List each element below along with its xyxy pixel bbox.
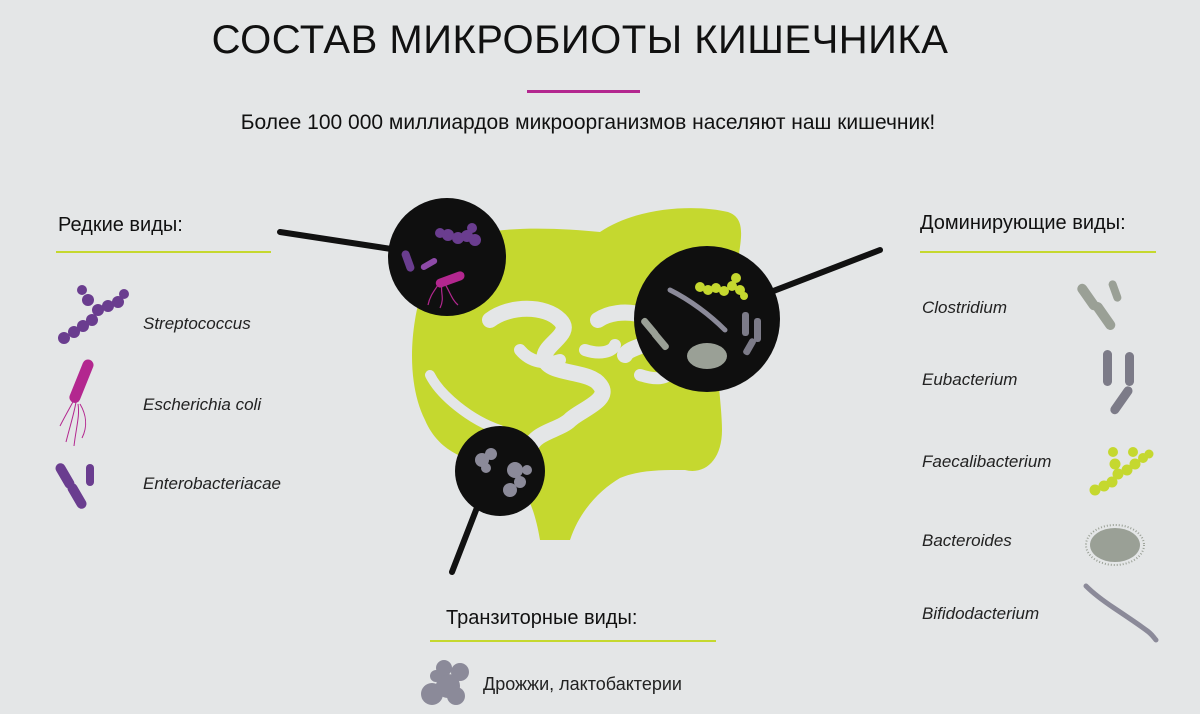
species-eubacterium: Eubacterium	[922, 370, 1018, 389]
species-bacteroides: Bacteroides	[922, 531, 1012, 550]
transit-species-label: Дрожжи, лактобактерии	[483, 674, 682, 694]
pointer-line-rare	[277, 229, 401, 253]
species-streptococcus: Streptococcus	[143, 314, 251, 333]
bacteroides-icon	[1085, 524, 1145, 566]
bifidobacterium-icon	[1083, 583, 1159, 643]
escherichia-coli-icon	[59, 359, 94, 447]
species-clostridium: Clostridium	[922, 298, 1008, 317]
magnifier-rare	[388, 198, 506, 316]
streptococcus-icon	[58, 285, 129, 344]
eubacterium-icon	[1103, 350, 1134, 415]
magnifier-dominant	[634, 246, 780, 392]
enterobacteriaceae-icon	[55, 463, 94, 509]
species-bifidobacterium: Bifidodacterium	[922, 604, 1040, 623]
pointer-line-transit	[449, 502, 481, 575]
dominant-species-rule	[920, 251, 1156, 253]
species-enterobacteriaceae: Enterobacteriacae	[143, 474, 281, 493]
page-title: СОСТАВ МИКРОБИОТЫ КИШЕЧНИКА	[211, 18, 949, 62]
yeast-icon	[421, 660, 469, 705]
rare-species-heading: Редкие виды:	[58, 214, 183, 236]
species-faecalibacterium: Faecalibacterium	[922, 452, 1052, 471]
clostridium-icon	[1077, 280, 1122, 331]
transit-species-heading: Транзиторные виды:	[446, 607, 638, 629]
dominant-species-heading: Доминирующие виды:	[920, 212, 1126, 234]
faecalibacterium-icon	[1089, 447, 1154, 496]
page-subtitle: Более 100 000 миллиардов микроорганизмов…	[240, 111, 936, 134]
transit-species-rule	[430, 640, 716, 642]
intestine-illustration	[277, 198, 883, 575]
title-underline	[527, 90, 640, 93]
magnifier-transit	[455, 426, 545, 516]
rare-species-rule	[56, 251, 271, 253]
species-escherichia-coli: Escherichia coli	[143, 395, 262, 414]
